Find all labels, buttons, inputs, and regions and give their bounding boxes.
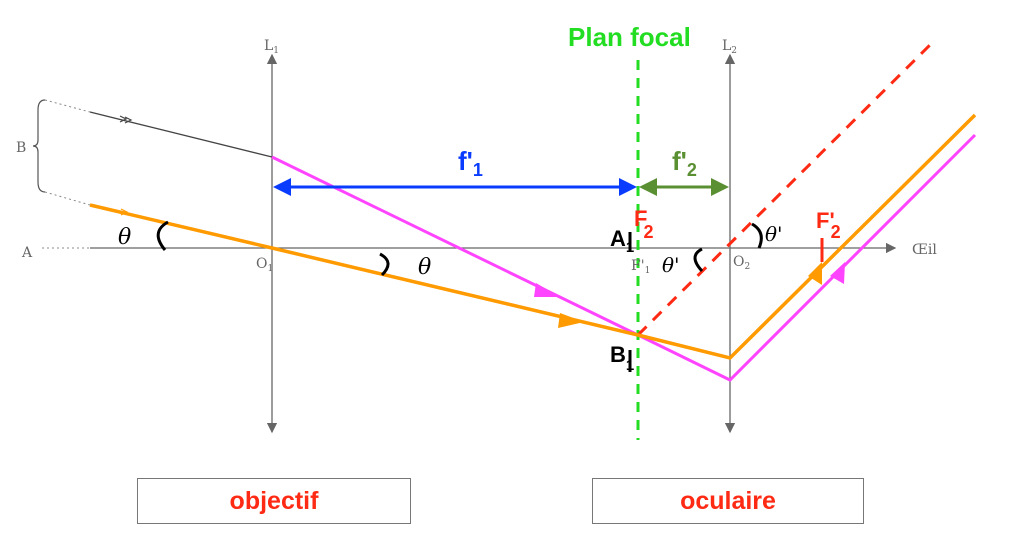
oeil-label: Œil <box>912 242 937 258</box>
arrow-magenta <box>830 262 845 284</box>
ray-red-dashed <box>636 38 937 337</box>
ray-orange <box>89 113 977 360</box>
F1p-label: F'1 <box>631 258 650 276</box>
theta-prime-label: θ' <box>765 222 783 246</box>
brace-B <box>32 99 46 193</box>
objectif-box: objectif <box>137 478 411 524</box>
theta-prime-label: θ' <box>662 253 680 277</box>
ray-black <box>89 111 273 158</box>
f1-label: f'1 <box>458 146 483 180</box>
oculaire-box: oculaire <box>592 478 864 524</box>
ray-dotted <box>44 99 91 113</box>
arrow-orange <box>808 262 822 285</box>
L2-label: L2 <box>722 38 737 56</box>
F2p-label: F'2 <box>816 208 841 242</box>
arrow-orange <box>558 313 584 328</box>
ray-dotted <box>44 191 91 206</box>
L1-label: L1 <box>264 38 279 56</box>
theta-label: θ <box>118 225 131 250</box>
plan-focal-label: Plan focal <box>568 22 691 52</box>
B-label: B <box>16 140 26 156</box>
f2-label: f'2 <box>672 146 697 180</box>
arrow-magenta <box>534 283 560 297</box>
O1-label: O1 <box>256 256 273 274</box>
A1-label: A1 <box>610 226 634 256</box>
theta-label: θ <box>418 255 431 280</box>
O2-label: O2 <box>733 254 750 272</box>
B1-label: B1 <box>610 342 634 374</box>
ray-magenta <box>271 133 977 382</box>
A-label: A <box>21 245 33 261</box>
